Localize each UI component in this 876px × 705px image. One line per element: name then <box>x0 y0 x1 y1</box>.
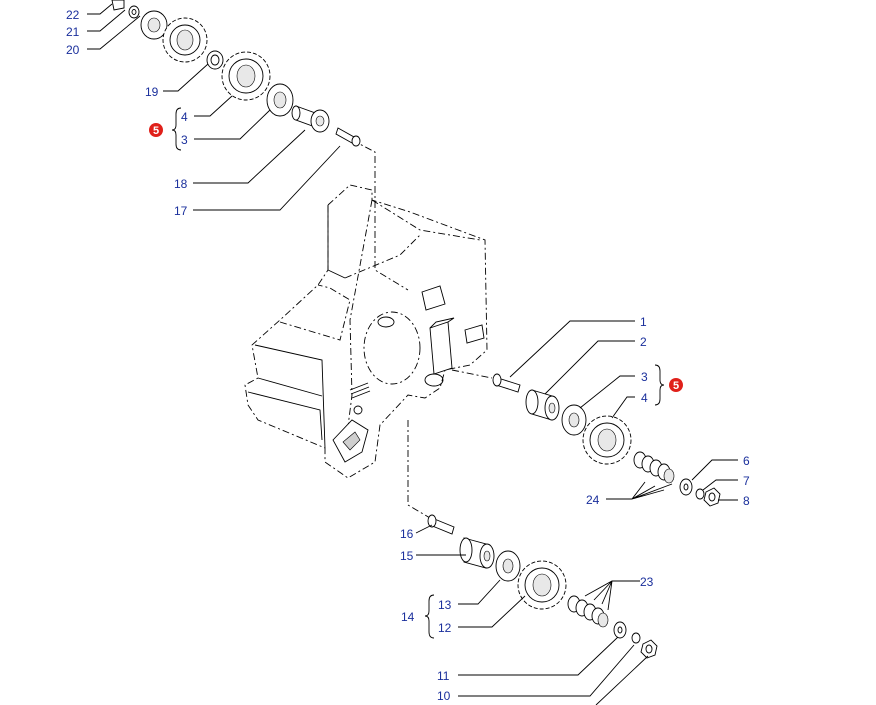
bottom-parts <box>427 514 658 659</box>
callout-19[interactable]: 19 <box>145 85 159 99</box>
callout-12[interactable]: 12 <box>438 621 452 635</box>
ring-stack-23 <box>567 595 609 628</box>
callout-18[interactable]: 18 <box>174 177 188 191</box>
callout-3-top[interactable]: 3 <box>181 133 188 147</box>
badge-text: 5 <box>153 125 159 137</box>
sprocket-right <box>582 415 632 465</box>
brace-bottom-left <box>424 594 435 639</box>
ring-stack-24 <box>633 451 675 484</box>
leader-lines <box>87 3 738 705</box>
gear-housing <box>244 184 488 479</box>
callout-11[interactable]: 11 <box>437 669 450 683</box>
sprocket-bottom <box>517 560 567 610</box>
callout-6[interactable]: 6 <box>743 454 750 468</box>
callout-13[interactable]: 13 <box>438 598 452 612</box>
callout-4-right[interactable]: 4 <box>641 391 648 405</box>
callout-10[interactable]: 10 <box>437 689 451 703</box>
callout-22[interactable]: 22 <box>66 8 80 22</box>
assembly-badge-right: 5 <box>669 378 683 392</box>
callout-17[interactable]: 17 <box>174 204 188 218</box>
callout-8[interactable]: 8 <box>743 494 750 508</box>
callout-20[interactable]: 20 <box>66 43 80 57</box>
callout-labels: 22 21 20 19 4 3 18 17 1 2 3 4 6 7 8 24 1… <box>66 8 750 703</box>
right-parts <box>492 373 721 507</box>
callout-3-right[interactable]: 3 <box>641 370 648 384</box>
callout-14[interactable]: 14 <box>401 610 415 624</box>
top-parts <box>111 0 361 147</box>
sprocket-top-upper <box>162 17 208 63</box>
callout-15[interactable]: 15 <box>400 549 414 563</box>
callout-21[interactable]: 21 <box>66 25 80 39</box>
callout-2[interactable]: 2 <box>640 335 647 349</box>
callout-24[interactable]: 24 <box>586 493 600 507</box>
callout-7[interactable]: 7 <box>743 474 750 488</box>
callout-1[interactable]: 1 <box>640 315 647 329</box>
callout-16[interactable]: 16 <box>400 527 414 541</box>
axis-line-bottom <box>407 420 431 519</box>
axis-line-right <box>451 369 493 379</box>
callout-23[interactable]: 23 <box>640 575 654 589</box>
badge-text: 5 <box>673 380 679 392</box>
sprocket-top-lower <box>221 51 271 101</box>
brace-right <box>654 364 665 406</box>
axis-line-top <box>351 139 409 291</box>
callout-4-top[interactable]: 4 <box>181 110 188 124</box>
assembly-badge-top: 5 <box>149 123 163 137</box>
brace-top-left <box>171 107 182 151</box>
